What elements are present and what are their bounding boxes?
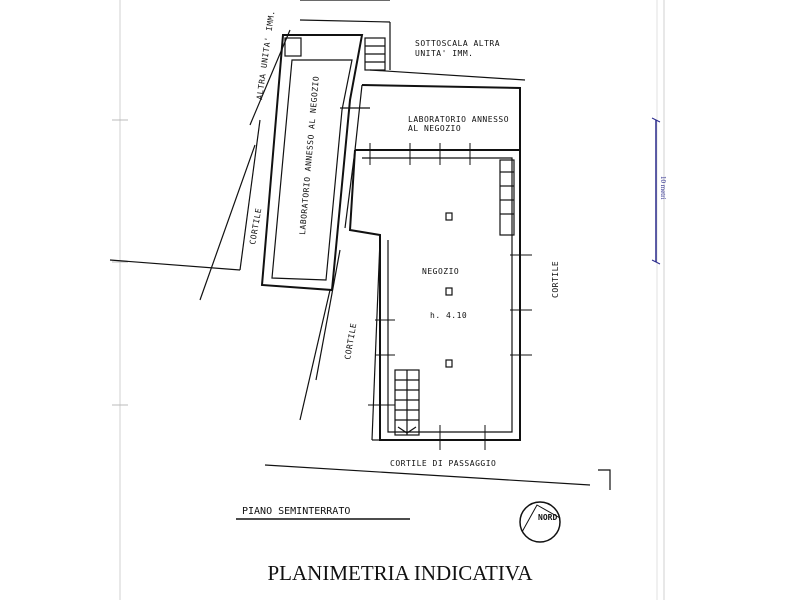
label-cortile-left: CORTILE	[248, 207, 263, 245]
pillar	[445, 359, 453, 368]
label-sottoscala: SOTTOSCALA ALTRA	[415, 39, 500, 48]
top-stairs	[284, 37, 386, 71]
bottom-stairs	[394, 369, 420, 436]
label-laboratorio-left: LABORATORIO ANNESSO AL NEGOZIO	[298, 75, 321, 235]
label-cortile-passaggio: CORTILE DI PASSAGGIO	[390, 459, 496, 468]
pillar	[445, 287, 453, 296]
courtyard-boundary	[264, 464, 591, 486]
north-arrow: NORD	[519, 501, 561, 543]
label-altra-unita: ALTRA UNITA' IMM.	[255, 10, 276, 101]
north-label: NORD	[538, 513, 557, 522]
pillar	[445, 212, 453, 221]
label-laboratorio-top: LABORATORIO ANNESSO	[408, 115, 509, 124]
plan-title: PLANIMETRIA INDICATIVA	[267, 561, 533, 585]
scale-bar: 10 metri	[651, 117, 667, 265]
negozio-walls	[344, 143, 532, 450]
scale-label: 10 metri	[659, 176, 667, 200]
top-laboratorio-walls	[340, 69, 526, 151]
floor-label: PIANO SEMINTERRATO	[242, 506, 350, 517]
label-laboratorio-top-2: AL NEGOZIO	[408, 124, 461, 133]
label-sottoscala-2: UNITA' IMM.	[415, 49, 473, 58]
left-laboratorio-walls	[109, 0, 391, 421]
label-cortile-right: CORTILE	[551, 261, 560, 298]
label-negozio: NEGOZIO	[422, 267, 459, 276]
label-height: h. 4.10	[430, 311, 467, 320]
label-cortile-mid: CORTILE	[343, 322, 358, 360]
